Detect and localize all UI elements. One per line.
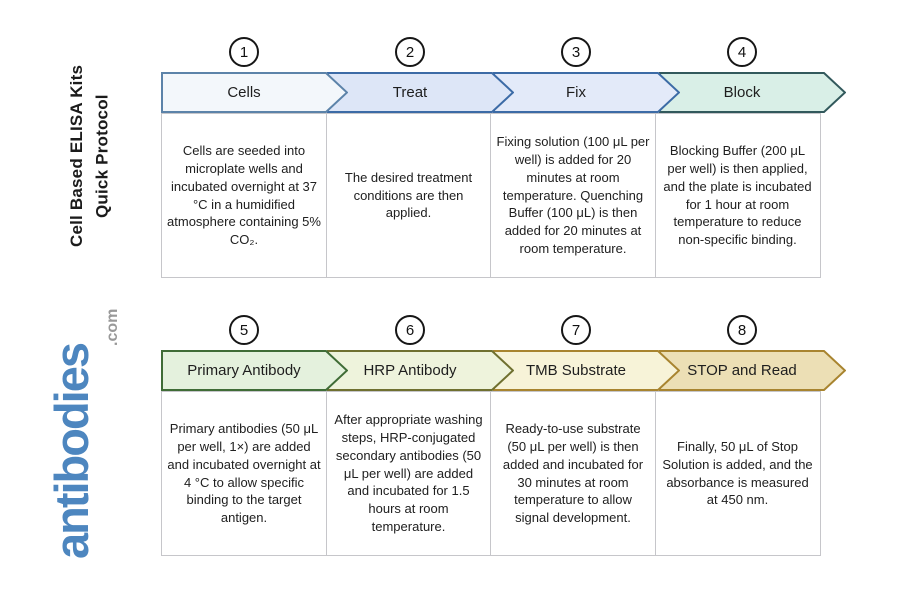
step-description-box: Cells are seeded into microplate wells a…: [161, 113, 327, 278]
step-description-box: Primary antibodies (50 μL per well, 1×) …: [161, 391, 327, 556]
step-number-badge: 6: [395, 315, 425, 345]
arrow-header-treat: Treat: [327, 72, 514, 113]
description-row: Cells are seeded into microplate wells a…: [161, 113, 851, 278]
arrow-header-tmb-substrate: TMB Substrate: [493, 350, 680, 391]
step-number-badge: 7: [561, 315, 591, 345]
arrow-header-hrp-antibody: HRP Antibody: [327, 350, 514, 391]
step-label: Primary Antibody: [187, 362, 301, 379]
step-label: Block: [723, 84, 761, 101]
protocol-title: Cell Based ELISA Kits Quick Protocol: [64, 32, 126, 280]
description-row: Primary antibodies (50 μL per well, 1×) …: [161, 391, 851, 556]
step-label: HRP Antibody: [363, 362, 457, 379]
protocol-title-line1: Cell Based ELISA Kits: [67, 64, 86, 248]
step-label: TMB Substrate: [525, 362, 627, 379]
arrow-header-block: Block: [659, 72, 846, 113]
step-label: Fix: [566, 84, 586, 101]
step-label: Cells: [227, 84, 261, 101]
logo-text: antibodies: [45, 343, 98, 559]
arrow-header-primary-antibody: Primary Antibody: [161, 350, 348, 391]
arrow-shape: [161, 350, 348, 391]
flow-row-1: 1 2 3 4 Cells Treat Fix: [161, 37, 851, 278]
step-number-badge: 5: [229, 315, 259, 345]
step-number-badge: 2: [395, 37, 425, 67]
step-label: Treat: [392, 84, 428, 101]
logo-suffix: .com: [104, 308, 121, 346]
step-description-box: Fixing solution (100 μL per well) is add…: [490, 113, 656, 278]
protocol-title-line2: Quick Protocol: [92, 94, 112, 218]
step-number-row: 5 6 7 8: [161, 315, 851, 347]
step-description-box: Finally, 50 μL of Stop Solution is added…: [654, 391, 821, 556]
step-label: STOP and Read: [687, 362, 797, 379]
step-number-badge: 1: [229, 37, 259, 67]
arrow-header-row: Primary Antibody HRP Antibody TMB Substr…: [161, 350, 851, 391]
arrow-header-cells: Cells: [161, 72, 348, 113]
protocol-flow: 1 2 3 4 Cells Treat Fix: [161, 37, 851, 556]
flow-row-2: 5 6 7 8 Primary Antibody HRP Antibody TM…: [161, 315, 851, 556]
step-description-box: Ready-to-use substrate (50 μL per well) …: [490, 391, 656, 556]
arrow-header-row: Cells Treat Fix Block: [161, 72, 851, 113]
step-number-badge: 8: [727, 315, 757, 345]
step-number-row: 1 2 3 4: [161, 37, 851, 69]
step-number-badge: 3: [561, 37, 591, 67]
step-number-badge: 4: [727, 37, 757, 67]
step-description-box: After appropriate washing steps, HRP-con…: [325, 391, 492, 556]
arrow-shape: [161, 72, 348, 113]
arrow-header-stop-and-read: STOP and Read: [659, 350, 846, 391]
arrow-header-fix: Fix: [493, 72, 680, 113]
step-description-box: The desired treatment conditions are the…: [325, 113, 492, 278]
step-description-box: Blocking Buffer (200 μL per well) is the…: [654, 113, 821, 278]
